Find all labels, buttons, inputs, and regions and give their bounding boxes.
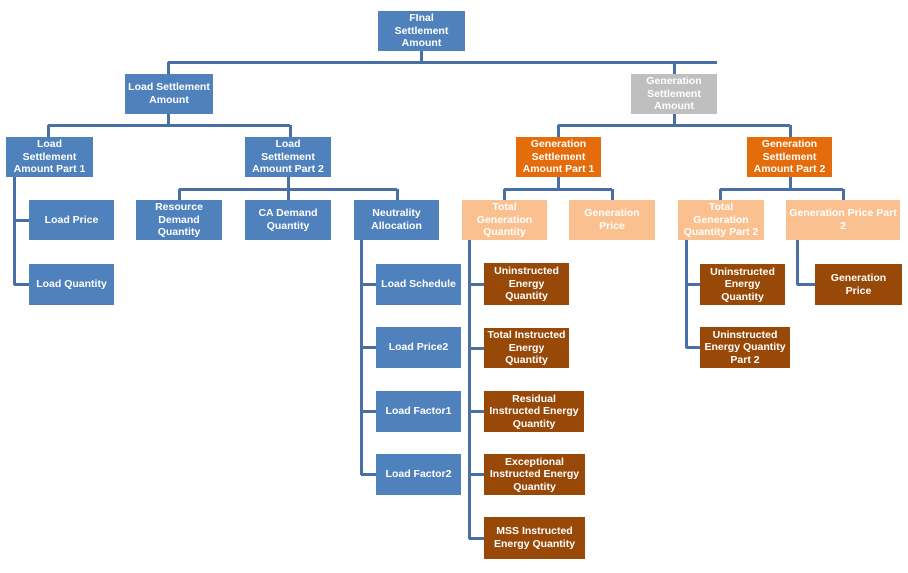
node-load-settlement-part1: Load Settlement Amount Part 1 [6, 137, 93, 177]
connector-line [673, 62, 676, 74]
node-generation-settlement-part2: Generation Settlement Amount Part 2 [747, 137, 832, 177]
node-load-price2: Load Price2 [376, 327, 461, 368]
connector-line [167, 114, 170, 125]
connector-line [360, 240, 363, 475]
connector-line [611, 189, 614, 200]
connector-line [396, 189, 399, 200]
connector-line [557, 177, 560, 189]
connector-line [14, 219, 29, 222]
connector-line [361, 473, 376, 476]
connector-line [673, 114, 676, 125]
connector-line [469, 347, 484, 350]
node-load-settlement-part2: Load Settlement Amount Part 2 [245, 137, 331, 177]
node-total-instructed-energy-quantity: Total Instructed Energy Quantity [484, 328, 569, 368]
connector-line [720, 188, 843, 191]
node-final-settlement-amount: FInal Settlement Amount [378, 11, 465, 51]
node-load-quantity: Load Quantity [29, 264, 114, 305]
connector-line [167, 62, 170, 74]
connector-line [178, 189, 181, 200]
node-load-price: Load Price [29, 200, 114, 240]
connector-line [504, 188, 612, 191]
node-resource-demand-quantity: Resource Demand Quantity [136, 200, 222, 240]
connector-line [686, 283, 700, 286]
connector-line [13, 177, 16, 285]
node-load-schedule: Load Schedule [376, 264, 461, 305]
connector-line [48, 124, 290, 127]
connector-line [789, 177, 792, 189]
connector-line [289, 125, 292, 137]
node-neutrality-allocation: Neutrality Allocation [354, 200, 439, 240]
connector-line [842, 189, 845, 200]
connector-line [469, 537, 484, 540]
connector-line [287, 177, 290, 189]
connector-line [420, 51, 423, 62]
node-total-generation-quantity: Total Generation Quantity [462, 200, 547, 240]
connector-line [686, 346, 700, 349]
node-generation-price-b: Generation Price [815, 264, 902, 305]
node-uninstructed-energy-quantity-b: Uninstructed Energy Quantity [700, 264, 785, 305]
node-residual-instructed-energy-quantity: Residual Instructed Energy Quantity [484, 391, 584, 432]
connector-line [469, 410, 484, 413]
connector-line [361, 410, 376, 413]
connector-line [796, 240, 799, 285]
connector-line [469, 283, 484, 286]
connector-line [287, 189, 290, 200]
node-generation-settlement-amount: Generation Settlement Amount [631, 74, 717, 114]
node-uninstructed-energy-quantity: Uninstructed Energy Quantity [484, 263, 569, 305]
connector-line [47, 125, 50, 137]
connector-line [468, 240, 471, 539]
connector-line [361, 346, 376, 349]
node-load-factor2: Load Factor2 [376, 454, 461, 495]
node-generation-price-part2: Generation Price Part 2 [786, 200, 900, 240]
node-exceptional-instructed-energy-quantity: Exceptional Instructed Energy Quantity [484, 454, 585, 495]
connector-line [469, 473, 484, 476]
node-mss-instructed-energy-quantity: MSS Instructed Energy Quantity [484, 517, 585, 559]
node-load-settlement-amount: Load Settlement Amount [125, 74, 213, 114]
node-load-factor1: Load Factor1 [376, 391, 461, 432]
connector-line [719, 189, 722, 200]
connector-line [14, 283, 29, 286]
connector-line [557, 125, 560, 137]
node-ca-demand-quantity: CA Demand Quantity [245, 200, 331, 240]
connector-line [168, 61, 717, 64]
connector-line [503, 189, 506, 200]
connector-line [361, 283, 376, 286]
connector-line [797, 283, 815, 286]
connector-line [789, 125, 792, 137]
node-total-generation-quantity-part2: Total Generation Quantity Part 2 [678, 200, 764, 240]
node-generation-settlement-part1: Generation Settlement Amount Part 1 [516, 137, 601, 177]
node-uninstructed-energy-quantity-part2: Uninstructed Energy Quantity Part 2 [700, 327, 790, 368]
connector-line [685, 240, 688, 348]
node-generation-price: Generation Price [569, 200, 655, 240]
connector-line [558, 124, 790, 127]
